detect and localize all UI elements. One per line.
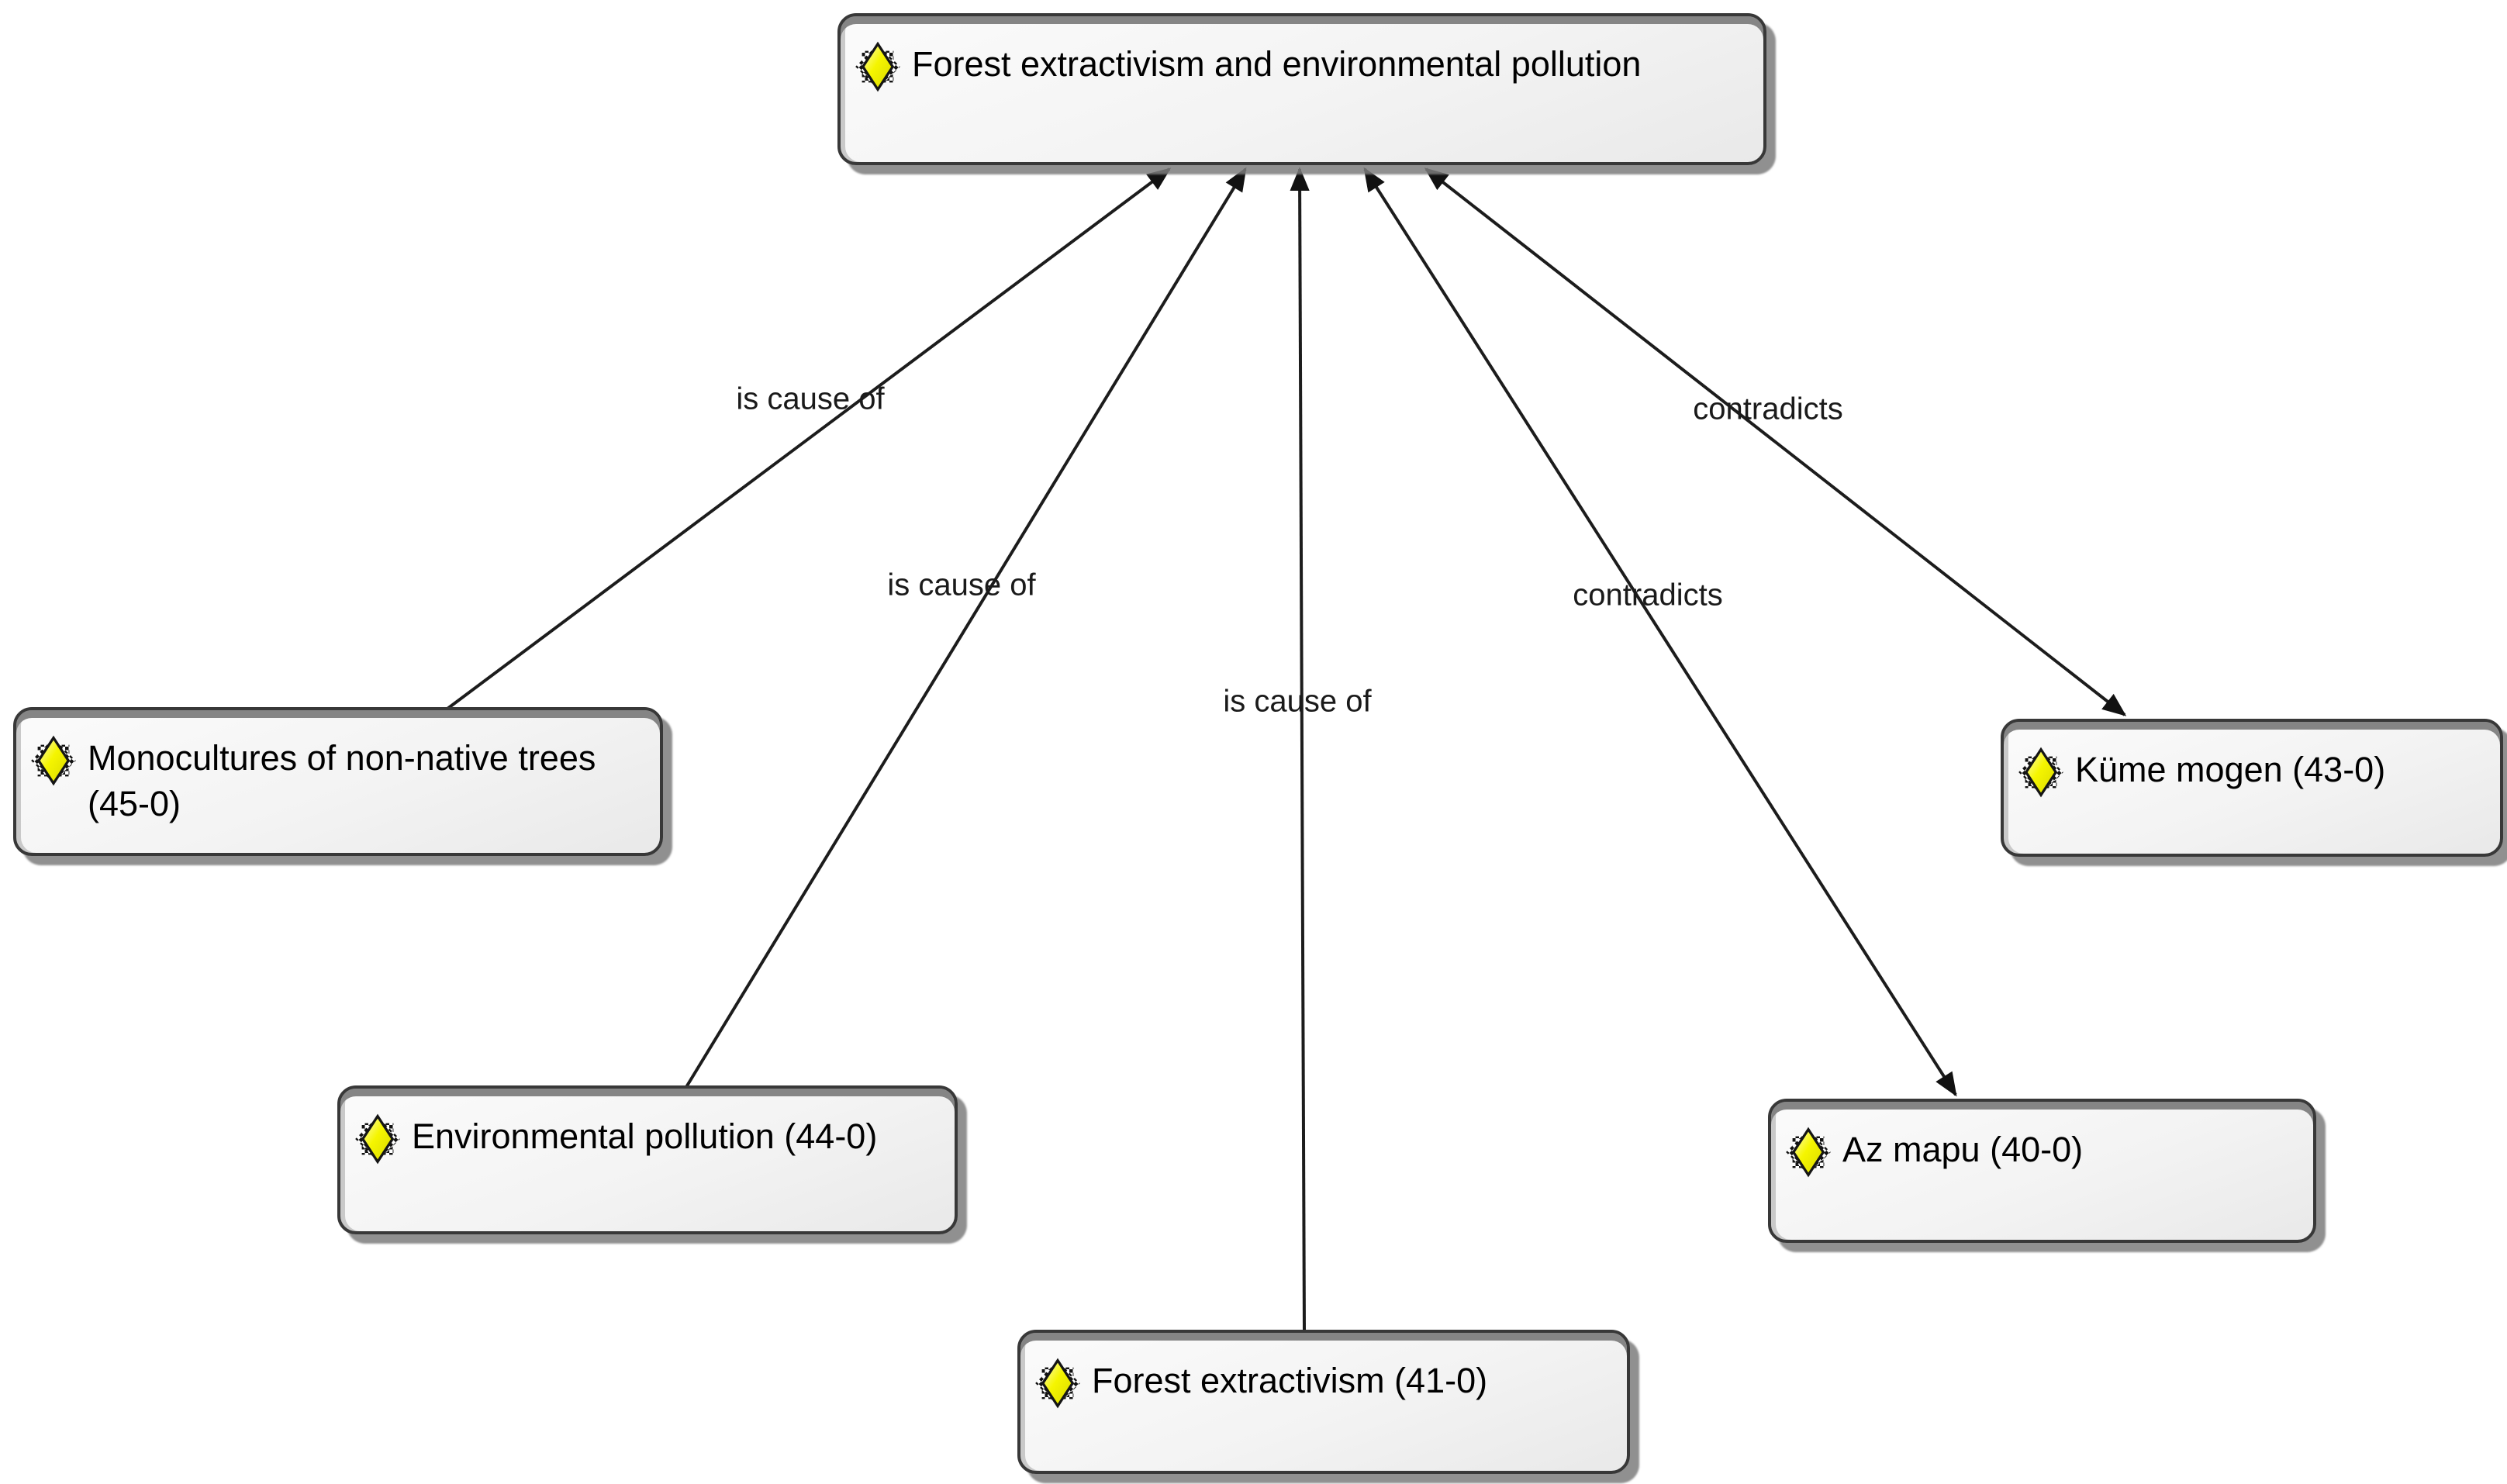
node-forest-extractivism[interactable]: Forest extractivism (41-0) [1017,1330,1630,1474]
code-diamond-icon [30,732,77,789]
node-label: Küme mogen (43-0) [2075,750,2386,789]
code-diamond-icon [1785,1123,1832,1181]
code-diamond-icon [1034,1355,1081,1412]
node-environmental-pollution[interactable]: Environmental pollution (44-0) [337,1085,958,1234]
code-diamond-icon [855,38,901,95]
edge-is-cause-of-forest-extractivism[interactable] [1290,167,1310,1332]
edge-label-contradicts-az-mapu[interactable]: contradicts [1573,578,1723,613]
node-label: Forest extractivism (41-0) [1092,1361,1488,1400]
node-label: Environmental pollution (44-0) [412,1116,878,1156]
node-label: Az mapu (40-0) [1842,1130,2084,1169]
node-monocultures-of-non-native-trees[interactable]: Monocultures of non-native trees (45-0) [13,707,663,856]
code-diamond-icon [354,1110,401,1168]
edge-label-is-cause-of-3[interactable]: is cause of [1223,684,1372,719]
node-label: Monocultures of non-native trees (45-0) [88,738,596,824]
node-kume-mogen[interactable]: Küme mogen (43-0) [2001,719,2503,857]
edge-label-contradicts-kume-mogen[interactable]: contradicts [1693,392,1843,426]
edge-contradicts-az-mapu[interactable] [1363,167,1957,1097]
edge-label-is-cause-of-2[interactable]: is cause of [887,568,1036,602]
node-az-mapu[interactable]: Az mapu (40-0) [1768,1099,2316,1243]
edge-is-cause-of-monocultures[interactable] [446,167,1172,710]
edge-is-cause-of-environmental-pollution[interactable] [685,167,1247,1089]
edge-label-is-cause-of-1[interactable]: is cause of [736,381,885,416]
code-diamond-icon [2018,744,2064,801]
edge-contradicts-kume-mogen[interactable] [1424,167,2127,716]
node-label: Forest extractivism and environmental po… [912,44,1642,84]
node-forest-extractivism-and-environmental-pollution[interactable]: Forest extractivism and environmental po… [837,13,1766,165]
